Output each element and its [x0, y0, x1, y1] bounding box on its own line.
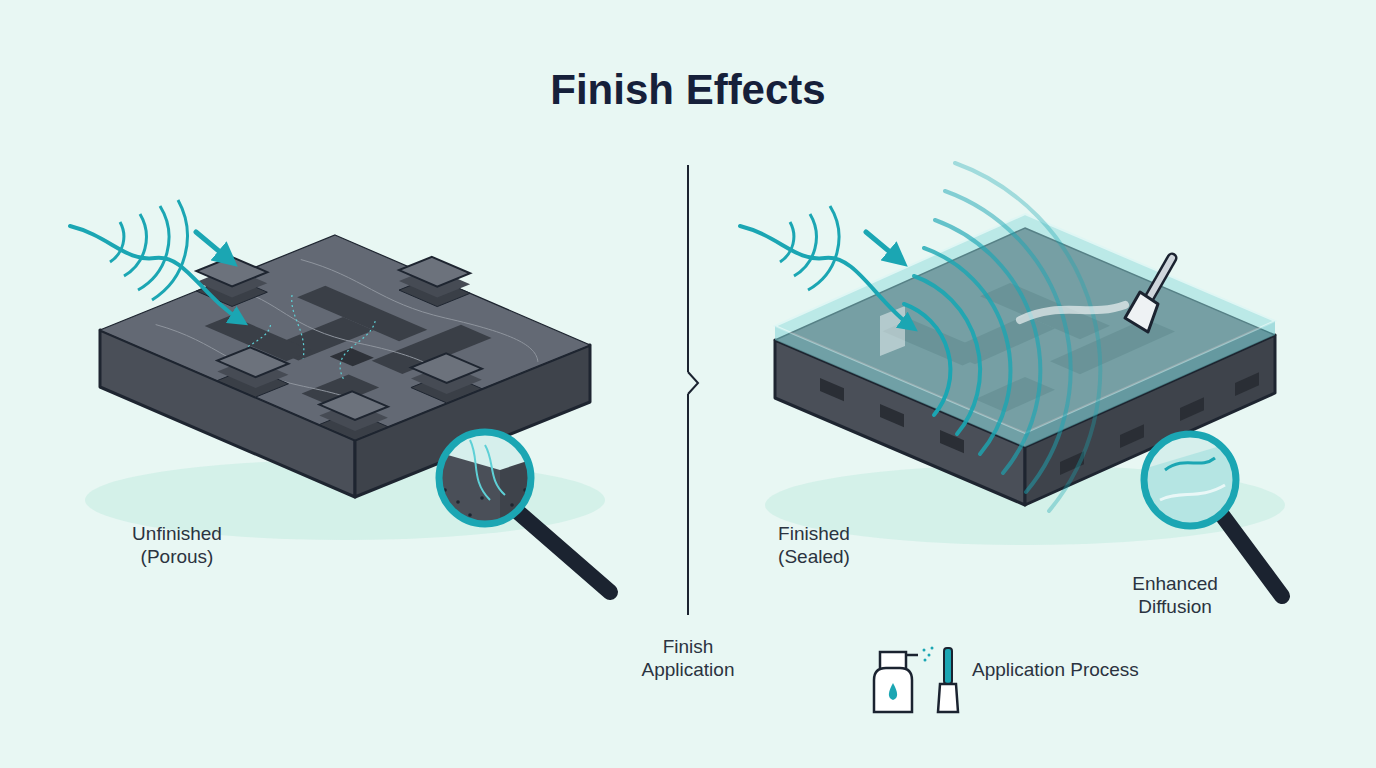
pore [468, 513, 472, 517]
spray-nozzle [880, 652, 906, 668]
zoomed-flow [1165, 458, 1215, 470]
cube-top-face [399, 257, 470, 287]
divider-line [687, 165, 689, 372]
short-arrow [196, 232, 232, 262]
slot [1180, 397, 1204, 421]
droplet [889, 683, 897, 700]
divider-chevron [688, 372, 698, 394]
magnifier [1140, 434, 1282, 596]
wave-arc [808, 206, 839, 290]
wood-grain [299, 253, 553, 362]
brush [1020, 258, 1172, 332]
divider [688, 165, 698, 615]
panel-label: Finished (Sealed) [758, 523, 870, 569]
cube-top [100, 215, 590, 420]
magnifier [430, 432, 610, 592]
slot [1120, 424, 1144, 448]
slot [880, 404, 904, 427]
spray-mist [924, 659, 927, 662]
glass-highlight [880, 306, 905, 356]
spray-mist [931, 647, 934, 650]
diffusion-arc [904, 304, 950, 415]
zoomed-wood [500, 455, 545, 540]
raised-cubes [100, 215, 590, 440]
pore [480, 496, 484, 500]
spray-mist [928, 654, 931, 657]
spray-tip [906, 654, 918, 657]
hole [330, 348, 374, 366]
application-icons [874, 647, 958, 713]
brush-icon-handle [944, 648, 952, 684]
diffusion-arc [945, 191, 1071, 492]
block-top [100, 235, 590, 440]
short-arrow [866, 232, 902, 262]
spray-mist [923, 649, 926, 652]
wave-arc [152, 200, 187, 300]
brush-handle [1148, 258, 1172, 300]
pore [510, 503, 514, 507]
diffusion-arc [955, 163, 1100, 511]
lens-rim [1144, 434, 1236, 526]
spray-bottle [874, 668, 912, 712]
cube-top-face [217, 347, 288, 377]
zoomed-flow [485, 445, 505, 495]
wave-arc [138, 206, 169, 290]
brush-bristles [1125, 292, 1158, 332]
pore [518, 518, 522, 522]
panel-label: Unfinished (Porous) [121, 523, 233, 569]
slot [940, 430, 964, 453]
effect-label: Enhanced Diffusion [1117, 573, 1233, 619]
magnifier-handle [1222, 515, 1282, 596]
cube-top-face [411, 353, 482, 383]
diffusion-arc [914, 276, 980, 434]
diagram-title: Finish Effects [0, 66, 1376, 114]
diffusion-waves [740, 163, 1100, 511]
wave-arrow [740, 226, 913, 328]
cube-middle [100, 226, 590, 431]
top-face [100, 235, 590, 440]
incoming-wave [70, 200, 243, 322]
wave-arc [780, 222, 794, 262]
diffusion-arc [924, 248, 1010, 454]
brush-icon-bristles [938, 684, 958, 712]
diffusion-arc [935, 220, 1040, 473]
cube-tops [100, 215, 590, 420]
cube-top-face [319, 391, 388, 420]
wood-grain [149, 319, 390, 423]
zoomed-glare [1160, 485, 1225, 500]
cube-bases [100, 235, 590, 440]
brush-stroke [1020, 305, 1125, 320]
wave-arc [110, 222, 124, 262]
lens-rim [439, 432, 531, 524]
divider-line [687, 394, 689, 615]
wave-arc [124, 214, 146, 276]
slot [820, 378, 844, 401]
pore [456, 500, 460, 504]
icon-label: Application Process [972, 659, 1192, 682]
brush-handle-outline [1148, 258, 1172, 300]
slot [1235, 372, 1259, 396]
porous-flow [288, 321, 431, 380]
process-label: Finish Application [630, 636, 746, 682]
cube-mid [100, 226, 590, 431]
wave-arc [794, 214, 816, 276]
magnifier-handle [518, 512, 610, 592]
